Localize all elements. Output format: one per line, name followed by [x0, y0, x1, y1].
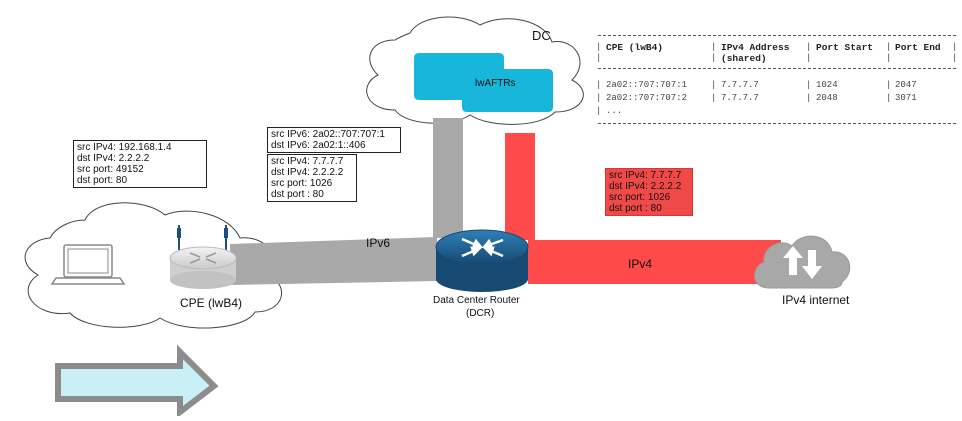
table-cell: 2048 — [816, 93, 838, 103]
packet-field: dst port : 80 — [271, 189, 324, 200]
packet-field: dst port : 80 — [609, 203, 662, 214]
table-cell: 7.7.7.7 — [721, 80, 759, 90]
lwaftrs-label: lwAFTRs — [475, 78, 516, 89]
packet-field: src IPv4: 7.7.7.7 — [609, 170, 682, 181]
router-label-line1: Data Center Router — [433, 295, 520, 306]
ipv4-packet-box: src IPv4: 7.7.7.7 dst IPv4: 2.2.2.2 src … — [605, 168, 693, 216]
router-label-line2: (DCR) — [466, 308, 494, 319]
table-cell: ... — [606, 106, 623, 116]
table-cell: 3071 — [895, 93, 917, 103]
ipv6-tunnel-path — [230, 237, 437, 285]
table-cell: 2047 — [895, 80, 917, 90]
table-cell: 7.7.7.7 — [721, 93, 759, 103]
packet-field: src port: 1026 — [271, 178, 333, 189]
packet-field: src IPv4: 7.7.7.7 — [271, 156, 344, 167]
inner-ipv4-box: src IPv4: 7.7.7.7 dst IPv4: 2.2.2.2 src … — [267, 154, 357, 202]
packet-field: dst IPv4: 2.2.2.2 — [609, 181, 682, 192]
table-cell: 1024 — [816, 80, 838, 90]
binding-table: | | CPE (lwB4) | | IPv4 Address (shared)… — [596, 35, 958, 127]
dc-label: DC — [532, 28, 551, 43]
table-cell: 2a02::707:707:1 — [606, 80, 688, 90]
packet-field: dst port: 80 — [77, 175, 128, 186]
table-header-port-start: Port Start — [816, 42, 874, 53]
internet-cloud-icon — [754, 235, 851, 289]
internet-label: IPv4 internet — [782, 293, 850, 307]
ipv4-path — [528, 240, 781, 284]
packet-field: src IPv6: 2a02::707:707:1 — [271, 129, 385, 140]
table-header-ipv4: IPv4 Address (shared) — [721, 42, 790, 64]
flow-arrow — [55, 344, 219, 419]
packet-field: src port: 49152 — [77, 164, 144, 175]
ipv6-link-label: IPv6 — [366, 236, 390, 250]
ipv6-header-box: src IPv6: 2a02::707:707:1 dst IPv6: 2a02… — [267, 127, 401, 153]
table-header-cpe: CPE (lwB4) — [606, 42, 664, 53]
ipv6-uplink-path — [433, 118, 463, 238]
lwaftr-cluster — [414, 53, 553, 112]
laptop-icon — [50, 244, 126, 285]
packet-field: dst IPv4: 2.2.2.2 — [77, 153, 150, 164]
packet-field: dst IPv6: 2a02:1::406 — [271, 140, 366, 151]
ipv4-uplink-path — [505, 133, 535, 240]
packet-field: dst IPv4: 2.2.2.2 — [271, 167, 344, 178]
cpe-router-icon — [169, 225, 237, 289]
packet-field: src port: 1026 — [609, 192, 671, 203]
packet-field: src IPv4: 192.168.1.4 — [77, 142, 172, 153]
table-header-port-end: Port End — [895, 42, 941, 53]
table-cell: 2a02::707:707:2 — [606, 93, 688, 103]
cpe-label: CPE (lwB4) — [180, 296, 242, 310]
cpe-packet-box: src IPv4: 192.168.1.4 dst IPv4: 2.2.2.2 … — [73, 140, 207, 188]
cpe-cloud — [24, 202, 283, 329]
router-icon — [435, 229, 529, 292]
ipv4-link-label: IPv4 — [628, 257, 652, 271]
